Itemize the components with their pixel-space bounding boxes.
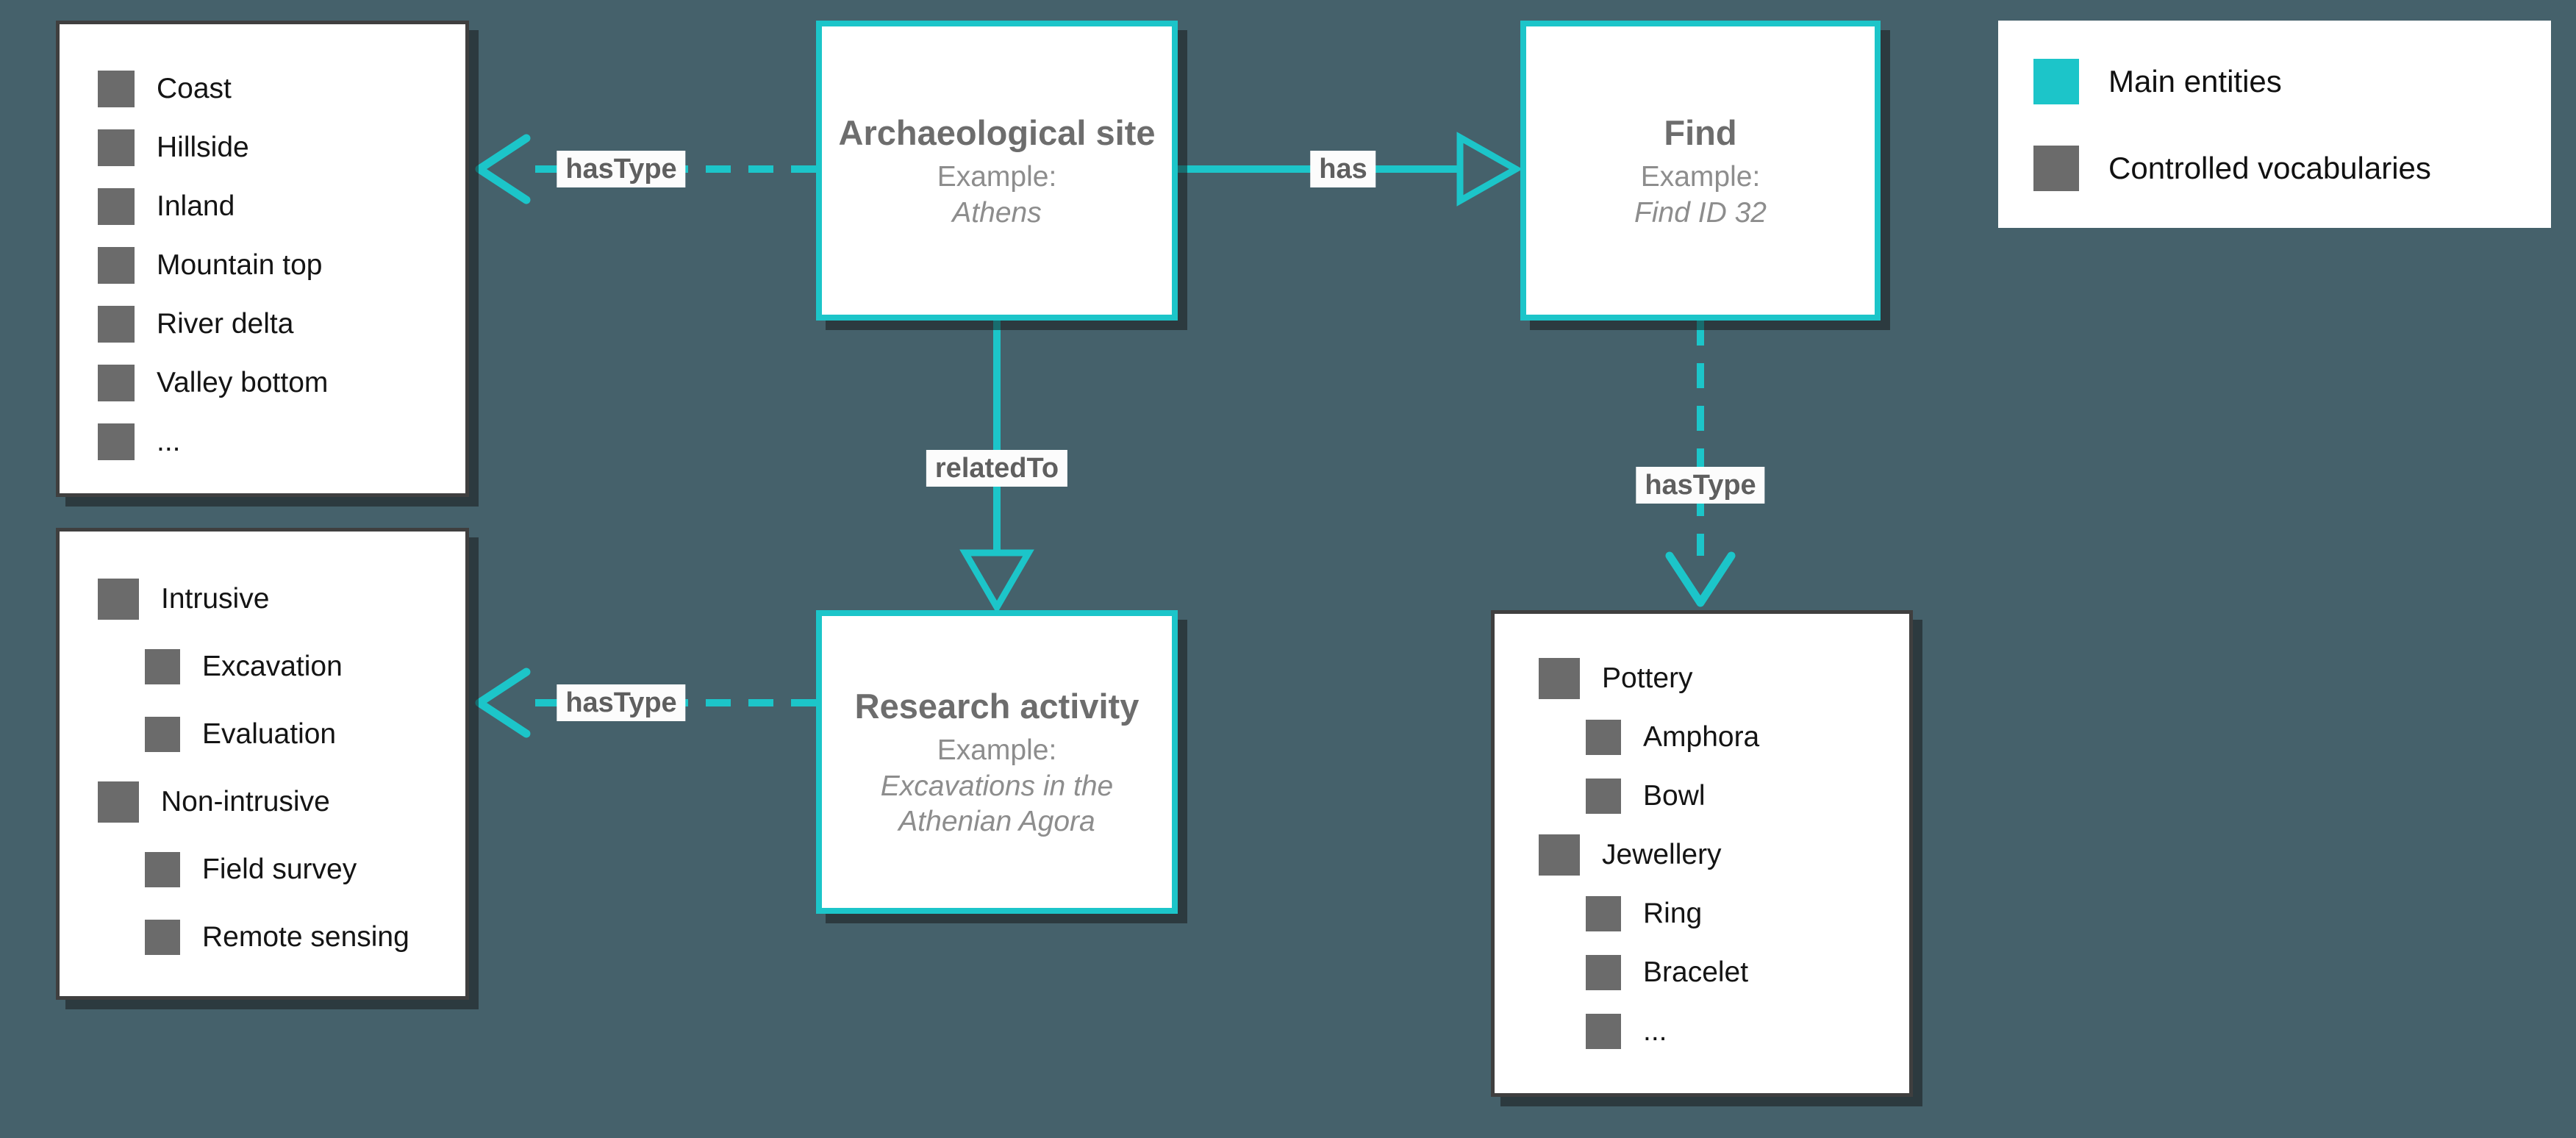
vocab-subterm: Remote sensing <box>145 903 465 971</box>
vocab-subterm: Amphora <box>1586 708 1909 767</box>
vocab-term-label: River delta <box>157 308 294 340</box>
main-entity-color-swatch <box>2033 59 2079 104</box>
vocab-square-icon <box>98 129 135 166</box>
vocab-term-label: Bowl <box>1643 780 1706 812</box>
vocab-term: Non-intrusive <box>98 768 465 836</box>
legend-label: Controlled vocabularies <box>2108 151 2431 185</box>
entity-example-value: Excavations in the Athenian Agora <box>880 770 1114 837</box>
vocab-square-icon <box>1586 720 1621 755</box>
arrow-find-hastype <box>1665 321 1736 607</box>
vocab-term-label: Bracelet <box>1643 956 1749 988</box>
vocab-term-label: Mountain top <box>157 249 323 281</box>
vocab-term: Jewellery <box>1539 826 1909 884</box>
chevron-arrowhead-icon <box>475 668 531 738</box>
vocab-term: Coast <box>98 60 465 118</box>
entity-research-activity: Research activity Example: Excavations i… <box>816 610 1178 914</box>
vocab-term-label: Ring <box>1643 898 1703 929</box>
vocab-subterm: Bracelet <box>1586 943 1909 1002</box>
vocab-square-icon <box>145 920 180 955</box>
vocab-square-icon <box>98 306 135 343</box>
entity-title: Archaeological site <box>838 112 1156 152</box>
entity-example-label: Example: <box>937 734 1057 766</box>
legend-item-controlled-vocabularies: Controlled vocabularies <box>2033 146 2551 191</box>
vocab-term-label: ... <box>157 426 181 457</box>
vocab-box-site-types: Coast Hillside Inland Mountain top River… <box>56 21 469 497</box>
vocab-box-research-types: Intrusive Excavation Evaluation Non-intr… <box>56 528 469 1000</box>
relation-label-site-hastype: hasType <box>557 151 686 187</box>
relation-label-research-hastype: hasType <box>557 684 686 721</box>
open-triangle-arrowhead-icon <box>1456 132 1523 207</box>
vocab-term-label: Valley bottom <box>157 367 329 398</box>
entity-find: Find Example: Find ID 32 <box>1520 21 1881 321</box>
entity-title: Research activity <box>854 687 1139 726</box>
vocab-term-label: Pottery <box>1602 662 1693 694</box>
vocab-square-icon <box>98 781 139 823</box>
vocab-subterm: ... <box>1586 1002 1909 1061</box>
entity-example-label: Example: <box>937 160 1057 193</box>
vocab-term: Mountain top <box>98 236 465 295</box>
vocab-term-label: Amphora <box>1643 721 1760 753</box>
relation-label-find-hastype: hasType <box>1636 467 1765 504</box>
vocab-subterm: Ring <box>1586 884 1909 943</box>
vocab-term: Hillside <box>98 118 465 177</box>
legend: Main entities Controlled vocabularies <box>1998 21 2551 228</box>
vocab-square-icon <box>145 717 180 752</box>
vocab-term-label: Remote sensing <box>202 921 409 953</box>
vocab-term-label: Inland <box>157 190 235 222</box>
vocab-square-icon <box>98 365 135 401</box>
entity-example-value: Find ID 32 <box>1634 196 1767 229</box>
vocab-square-icon <box>98 579 139 620</box>
vocab-square-icon <box>1586 1014 1621 1049</box>
chevron-arrowhead-icon <box>475 134 531 204</box>
vocab-term-label: ... <box>1643 1015 1667 1047</box>
vocab-term-label: Excavation <box>202 651 343 682</box>
vocab-square-icon <box>1539 834 1580 876</box>
vocab-term-label: Non-intrusive <box>161 786 330 817</box>
vocab-square-icon <box>98 423 135 460</box>
vocab-term: Valley bottom <box>98 354 465 412</box>
vocab-term: Intrusive <box>98 565 465 633</box>
vocab-term-label: Hillside <box>157 132 249 163</box>
vocab-square-icon <box>1586 779 1621 814</box>
vocab-term-label: Evaluation <box>202 718 337 750</box>
arrow-site-relatedto-research <box>959 321 1034 614</box>
vocab-square-icon <box>145 649 180 684</box>
vocab-subterm: Bowl <box>1586 767 1909 826</box>
vocab-square-icon <box>98 247 135 284</box>
vocab-term-label: Field survey <box>202 854 357 885</box>
vocab-square-icon <box>145 852 180 887</box>
entity-example-label: Example: <box>1640 160 1761 193</box>
vocab-subterm: Field survey <box>145 836 465 903</box>
vocab-subterm: Evaluation <box>145 701 465 768</box>
legend-item-main-entities: Main entities <box>2033 59 2551 104</box>
open-triangle-arrowhead-icon <box>959 549 1034 614</box>
controlled-vocabulary-color-swatch <box>2033 146 2079 191</box>
legend-label: Main entities <box>2108 64 2282 99</box>
vocab-term-label: Intrusive <box>161 583 270 615</box>
vocab-term: Inland <box>98 177 465 236</box>
vocab-term: ... <box>98 412 465 471</box>
vocab-term-label: Coast <box>157 73 232 104</box>
vocab-term: Pottery <box>1539 649 1909 708</box>
vocab-term: River delta <box>98 295 465 354</box>
vocab-subterm: Excavation <box>145 633 465 701</box>
entity-archaeological-site: Archaeological site Example: Athens <box>816 21 1178 321</box>
relation-label-relatedto: relatedTo <box>926 450 1068 487</box>
vocab-term-label: Jewellery <box>1602 839 1722 870</box>
vocab-square-icon <box>1539 658 1580 699</box>
vocab-square-icon <box>98 188 135 225</box>
relation-label-has: has <box>1310 151 1376 187</box>
vocab-square-icon <box>1586 955 1621 990</box>
vocab-square-icon <box>98 71 135 107</box>
entity-example-value: Athens <box>952 196 1042 229</box>
vocab-box-find-types: Pottery Amphora Bowl Jewellery Ring Brac… <box>1491 610 1913 1097</box>
entity-title: Find <box>1664 112 1737 152</box>
chevron-arrowhead-icon <box>1665 551 1736 607</box>
vocab-square-icon <box>1586 896 1621 931</box>
